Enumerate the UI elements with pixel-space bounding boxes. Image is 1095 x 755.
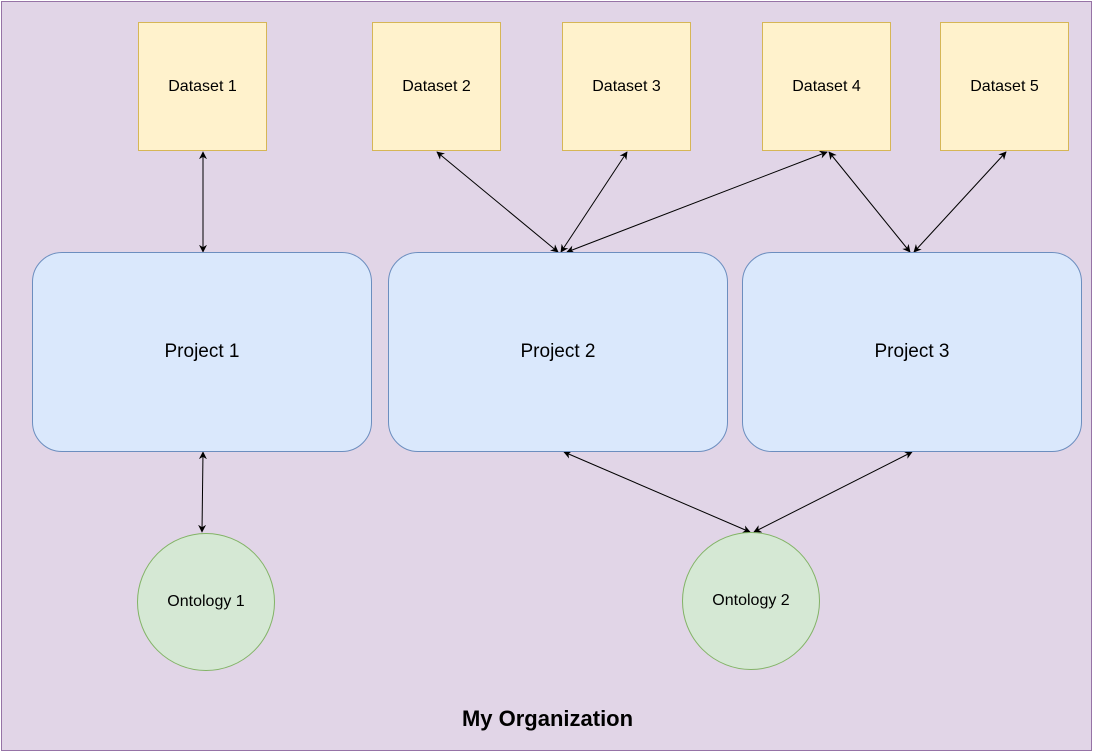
organization-title: My Organization bbox=[461, 706, 634, 731]
dataset-2-box[interactable]: Dataset 2 bbox=[372, 22, 501, 151]
project-3-box[interactable]: Project 3 bbox=[742, 252, 1082, 452]
dataset-4-box[interactable]: Dataset 4 bbox=[762, 22, 891, 151]
project-1-box[interactable]: Project 1 bbox=[32, 252, 372, 452]
dataset-2-label: Dataset 2 bbox=[402, 77, 471, 95]
dataset-3-box[interactable]: Dataset 3 bbox=[562, 22, 691, 151]
project-2-box[interactable]: Project 2 bbox=[388, 252, 728, 452]
ontology-2-circle[interactable]: Ontology 2 bbox=[682, 532, 820, 670]
dataset-4-label: Dataset 4 bbox=[792, 77, 861, 95]
project-1-label: Project 1 bbox=[164, 341, 240, 362]
project-3-label: Project 3 bbox=[874, 341, 950, 362]
dataset-1-label: Dataset 1 bbox=[168, 77, 237, 95]
dataset-5-label: Dataset 5 bbox=[970, 77, 1039, 95]
dataset-3-label: Dataset 3 bbox=[592, 77, 661, 95]
dataset-1-box[interactable]: Dataset 1 bbox=[138, 22, 267, 151]
project-2-label: Project 2 bbox=[520, 341, 596, 362]
ontology-2-label: Ontology 2 bbox=[712, 592, 790, 609]
ontology-1-label: Ontology 1 bbox=[167, 593, 245, 610]
ontology-1-circle[interactable]: Ontology 1 bbox=[137, 533, 275, 671]
dataset-5-box[interactable]: Dataset 5 bbox=[940, 22, 1069, 151]
